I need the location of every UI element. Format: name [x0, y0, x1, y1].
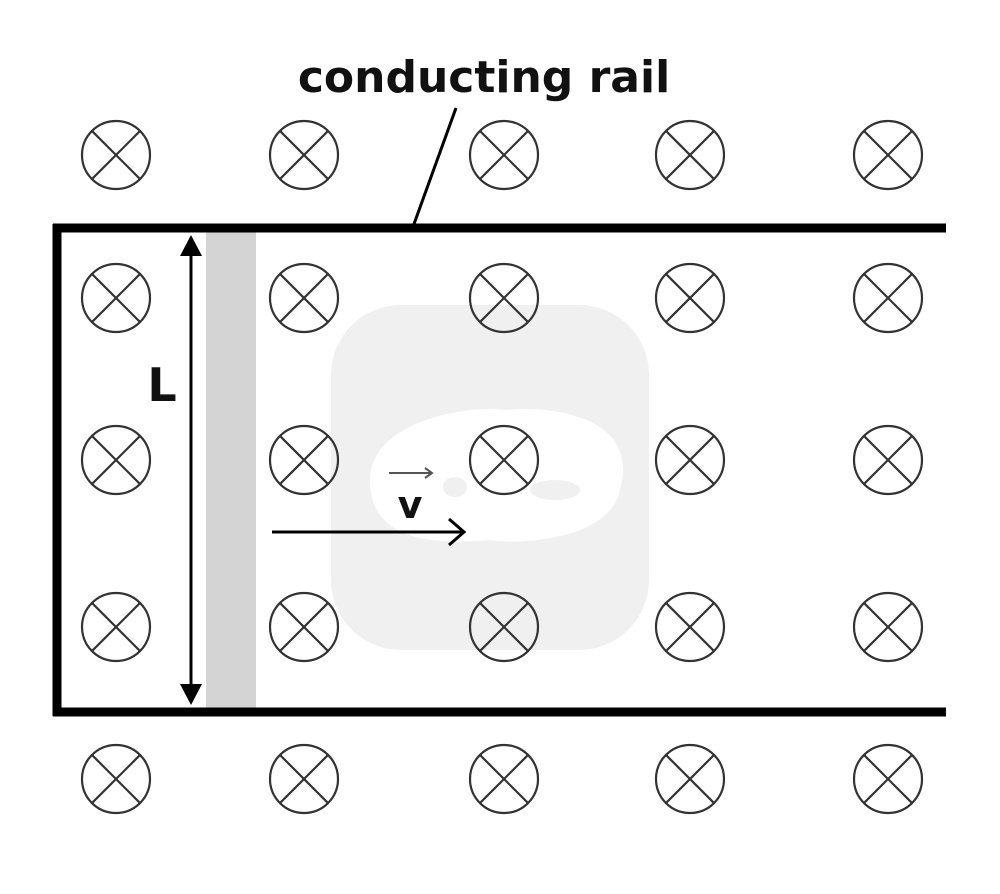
watermark-blob	[370, 409, 624, 542]
field-cross-line	[665, 130, 715, 180]
into-page-field-icon	[80, 591, 152, 663]
into-page-field-icon	[468, 262, 540, 334]
field-cross-line	[665, 273, 715, 323]
length-dimension-arrow	[180, 235, 202, 705]
into-page-field-icon	[268, 743, 340, 815]
field-circle	[268, 119, 340, 191]
field-cross-line	[279, 273, 329, 323]
into-page-field-icon	[468, 743, 540, 815]
field-cross-line	[665, 754, 715, 804]
length-arrow-head-down-icon	[180, 684, 202, 705]
field-circle	[268, 591, 340, 663]
watermark-logo	[331, 305, 649, 650]
velocity-symbol: v	[389, 467, 434, 527]
field-cross-line	[91, 273, 141, 323]
into-page-field-icon	[80, 424, 152, 496]
field-cross-line	[863, 602, 913, 652]
conducting-rails	[52, 223, 946, 717]
into-page-field-icon	[468, 591, 540, 663]
field-circle	[468, 424, 540, 496]
field-circle	[654, 743, 726, 815]
field-cross-line	[91, 130, 141, 180]
field-circle	[468, 743, 540, 815]
field-circle	[852, 119, 924, 191]
field-circle	[268, 262, 340, 334]
into-page-field-icon	[268, 119, 340, 191]
field-cross-line	[479, 435, 529, 485]
field-circle	[654, 591, 726, 663]
field-cross-line	[279, 435, 329, 485]
into-page-field-icon	[468, 424, 540, 496]
field-cross-line	[279, 130, 329, 180]
into-page-field-icon	[852, 262, 924, 334]
velocity-arrow-head-icon	[448, 517, 467, 547]
field-cross-line	[665, 602, 715, 652]
field-circle	[852, 262, 924, 334]
conducting-rail-label: conducting rail	[298, 52, 670, 103]
sliding-rod[interactable]	[206, 232, 256, 708]
into-page-field-icon	[268, 424, 340, 496]
field-cross-line	[863, 130, 913, 180]
field-cross-line	[479, 130, 529, 180]
field-circle	[654, 262, 726, 334]
into-page-field-icon	[654, 424, 726, 496]
into-page-field-icon	[852, 591, 924, 663]
field-cross-line	[863, 435, 913, 485]
field-cross-line	[479, 754, 529, 804]
field-circle	[852, 424, 924, 496]
field-cross-line	[279, 602, 329, 652]
into-page-field-icon	[654, 591, 726, 663]
into-page-field-icon	[468, 119, 540, 191]
into-page-field-icon	[80, 743, 152, 815]
field-cross-line	[279, 754, 329, 804]
field-circle	[80, 743, 152, 815]
length-label: L	[147, 358, 176, 412]
watermark-eye-left	[443, 477, 467, 497]
field-cross-line	[479, 273, 529, 323]
field-circle	[80, 119, 152, 191]
into-page-field-icon	[852, 743, 924, 815]
field-cross-line	[863, 273, 913, 323]
velocity-label: v	[398, 483, 423, 527]
field-circle	[468, 119, 540, 191]
into-page-field-icon	[852, 424, 924, 496]
field-circle	[654, 119, 726, 191]
field-cross-line	[863, 754, 913, 804]
field-circle	[852, 591, 924, 663]
field-circle	[654, 424, 726, 496]
field-circle	[80, 262, 152, 334]
field-circle	[80, 424, 152, 496]
into-page-field-icon	[80, 262, 152, 334]
into-page-field-icon	[268, 262, 340, 334]
magnetic-field-grid	[80, 119, 924, 815]
into-page-field-icon	[654, 119, 726, 191]
field-circle	[468, 262, 540, 334]
label-pointer-line	[412, 107, 458, 225]
field-circle	[852, 743, 924, 815]
vector-overarrow-head-icon	[424, 467, 434, 479]
into-page-field-icon	[654, 743, 726, 815]
field-circle	[268, 743, 340, 815]
watermark-eye-right	[530, 480, 580, 500]
field-cross-line	[91, 435, 141, 485]
field-circle	[468, 591, 540, 663]
field-circle	[80, 591, 152, 663]
field-cross-line	[479, 602, 529, 652]
into-page-field-icon	[852, 119, 924, 191]
field-circle	[268, 424, 340, 496]
into-page-field-icon	[268, 591, 340, 663]
field-cross-line	[91, 754, 141, 804]
field-cross-line	[91, 602, 141, 652]
length-arrow-head-up-icon	[180, 235, 202, 256]
field-cross-line	[665, 435, 715, 485]
into-page-field-icon	[654, 262, 726, 334]
velocity-arrow	[272, 517, 467, 547]
into-page-field-icon	[80, 119, 152, 191]
